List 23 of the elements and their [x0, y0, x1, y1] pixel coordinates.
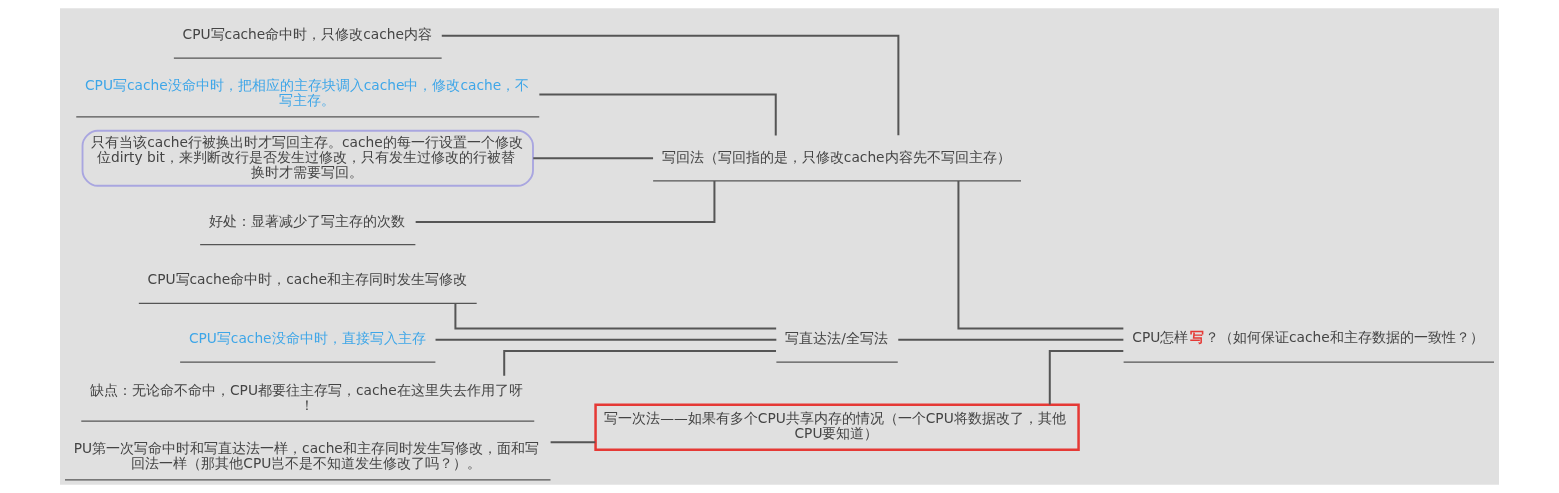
node-text: PU第一次写命中时和写直达法一样，cache和主存同时发生写修改，面和写回法一样（那其他CPU岂不是不知道发生修改了吗？）。 [73, 440, 539, 472]
node-text: 缺点：无论命不命中，CPU都要往主存写，cache在这里失去作用了呀！ [90, 381, 523, 413]
node-text: CPU写cache命中时，只修改cache内容 [182, 26, 433, 43]
connector [897, 338, 1125, 341]
connector [454, 302, 778, 330]
node-box: 只有当该cache行被换出时才写回主存。cache的每一行设置一个修改位dirty bit，来判断改行是否发生过修改，只有发生过修改的行被替换时才需要写回。 [81, 129, 534, 187]
node-text: 写直达法/全写法 [785, 330, 888, 347]
node-text: 好处：显著减少了写主存的次数 [208, 212, 405, 229]
node-text: CPU写cache没命中时，直接写入主存 [188, 330, 426, 347]
connector [957, 179, 1125, 330]
connector [549, 441, 597, 444]
connector [532, 157, 655, 160]
node-text: 写回法（写回指的是，只修改cache内容先不写回主存） [661, 148, 1011, 165]
connector [434, 338, 778, 341]
connector [1048, 350, 1125, 406]
node-box: 写一次法——如果有多个CPU共享内存的情况（一个CPU将数据改了，其他CPU要知道） [594, 403, 1080, 452]
node-text: CPU怎样写？（如何保证cache和主存数据的一致性？） [1132, 328, 1484, 345]
connector [538, 93, 777, 137]
connector [414, 179, 716, 224]
node-text: CPU写cache没命中时，把相应的主存块调入cache中，修改cache，不写主存。 [85, 77, 530, 109]
connector [440, 34, 900, 137]
node-text: CPU写cache命中时，cache和主存同时发生写修改 [147, 271, 467, 288]
connector [503, 350, 777, 377]
